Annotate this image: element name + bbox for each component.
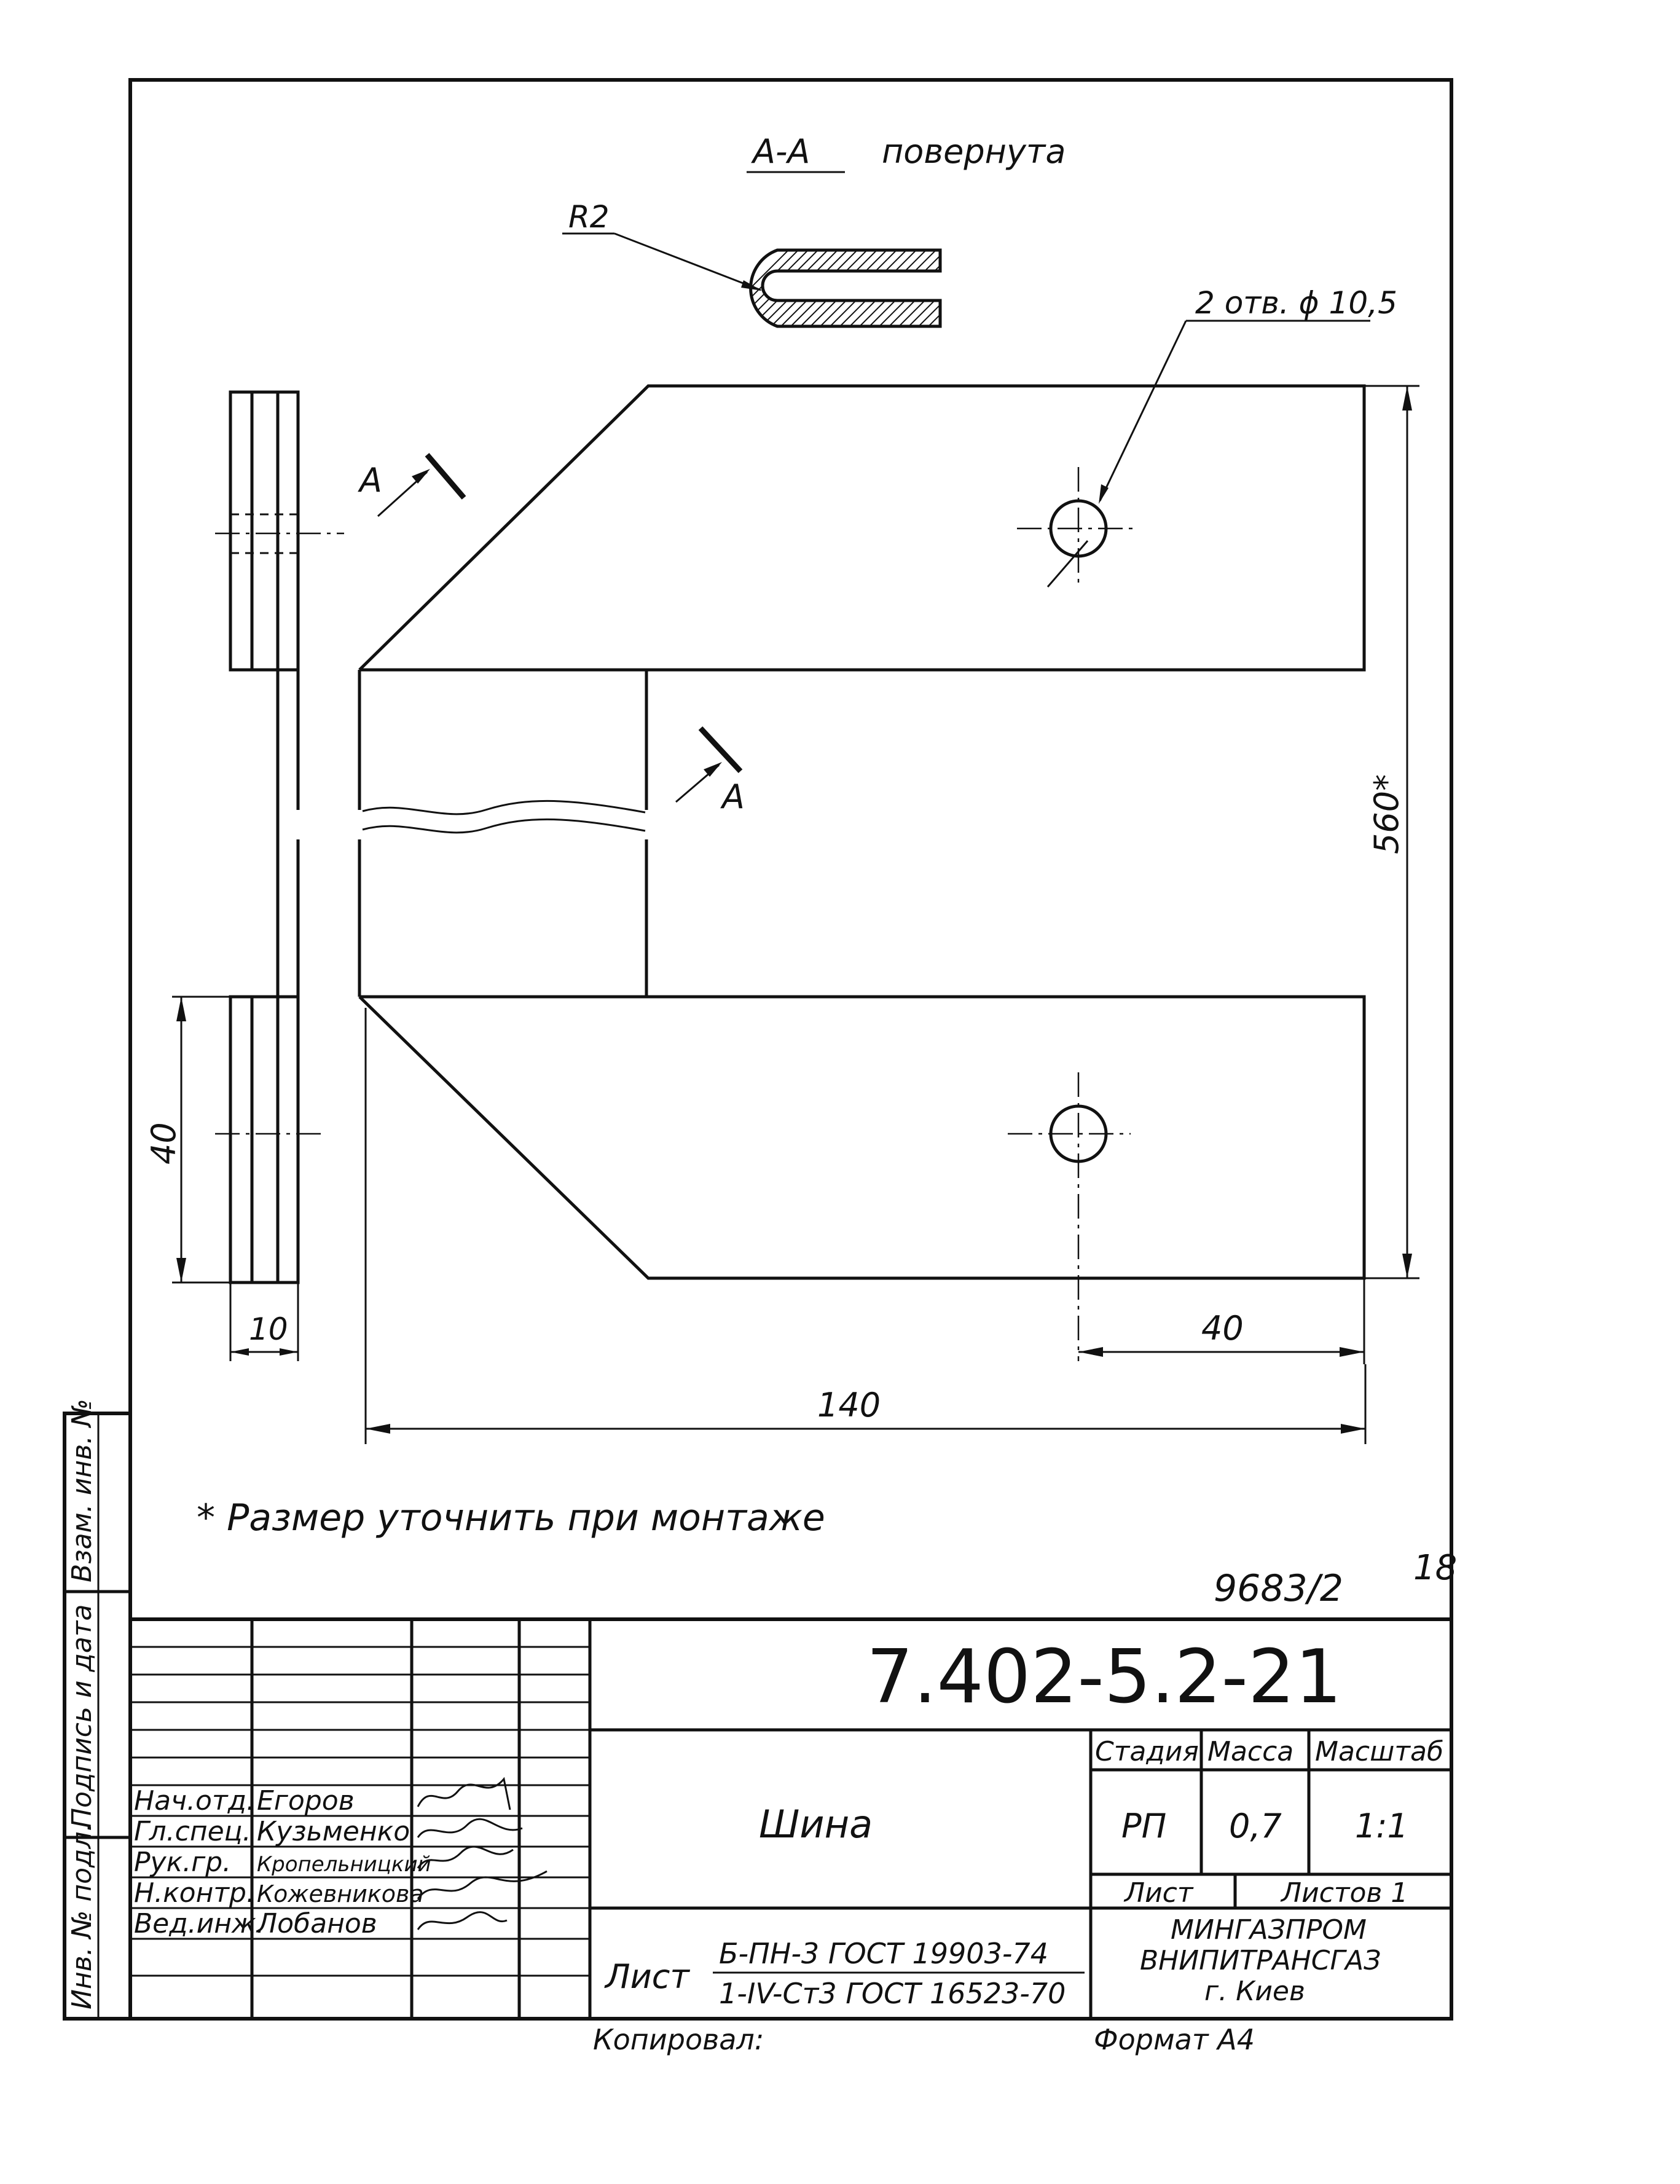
signature-5 bbox=[417, 1911, 508, 1930]
mass-value: 0,7 bbox=[1229, 1807, 1282, 1845]
dim-height-arrow-bottom bbox=[1402, 1254, 1412, 1278]
dim-edge-arrow-right bbox=[1340, 1347, 1364, 1357]
material-label: Лист bbox=[604, 1957, 690, 1996]
dim-width-label: 140 bbox=[817, 1386, 881, 1424]
dim-edge-label: 40 bbox=[1201, 1309, 1244, 1348]
sheets-label: Листов 1 bbox=[1280, 1877, 1408, 1909]
title-block: Нач.отд. Егоров Гл.спец. Кузьменко Рук.г… bbox=[130, 1617, 1451, 2019]
side-bottom-block bbox=[229, 995, 300, 1284]
section-view: А-А повернута (function(){ var g = docum… bbox=[562, 132, 1066, 328]
sheet-corner-number: 18 bbox=[1413, 1548, 1457, 1588]
holes-leader bbox=[1099, 320, 1187, 501]
radius-label: R2 bbox=[568, 199, 610, 235]
cut-label-top: А bbox=[358, 461, 382, 500]
signatory-role-3: Рук.гр. bbox=[134, 1847, 231, 1878]
side-view bbox=[215, 390, 344, 1284]
signatory-name-1: Егоров bbox=[257, 1785, 355, 1817]
signature-4 bbox=[417, 1870, 548, 1899]
side-stamp-col3: Взам. инв. № bbox=[66, 1399, 98, 1582]
material-line-1: Б-ПН-3 ГОСТ 19903-74 bbox=[719, 1937, 1048, 1970]
main-view: 2 отв. ϕ 10,5 А А bbox=[358, 285, 1397, 1361]
designation: 7.402-5.2-21 bbox=[866, 1635, 1342, 1720]
cut-arrow-mid-head bbox=[704, 762, 722, 777]
drawing-frame bbox=[128, 78, 1453, 2021]
u-section-outline bbox=[749, 248, 942, 328]
dim-side-label: 40 bbox=[144, 1122, 183, 1165]
signature-2 bbox=[417, 1818, 523, 1838]
cut-arrow-top-head bbox=[412, 469, 430, 484]
stage-header: Стадия bbox=[1095, 1736, 1199, 1767]
signatures bbox=[417, 1777, 548, 1930]
side-top-block bbox=[229, 390, 300, 672]
signatory-name-5: Лобанов bbox=[256, 1908, 377, 1939]
footnote: * Размер уточнить при монтаже bbox=[197, 1496, 825, 1539]
dim-edge-arrow-left bbox=[1078, 1347, 1103, 1357]
part-name: Шина bbox=[759, 1802, 873, 1847]
holes-leader-arrow bbox=[1099, 484, 1109, 504]
scale-value: 1:1 bbox=[1355, 1807, 1408, 1845]
org-line-1: МИНГАЗПРОМ bbox=[1171, 1914, 1367, 1946]
dim-side-arrow-top bbox=[176, 997, 186, 1021]
dim-side-arrow-bottom bbox=[176, 1258, 186, 1283]
dim-height-arrow-top bbox=[1402, 386, 1412, 410]
dim-thick-arrow-right bbox=[280, 1348, 298, 1356]
signature-1 bbox=[417, 1777, 511, 1810]
signatory-name-4: Кожевникова bbox=[257, 1880, 424, 1907]
radius-leader bbox=[614, 232, 761, 291]
dim-width-arrow-left bbox=[366, 1424, 390, 1434]
signatory-name-2: Кузьменко bbox=[257, 1816, 410, 1847]
section-label: А-А bbox=[751, 132, 810, 171]
copied-by: Копировал: bbox=[593, 2023, 764, 2056]
sheet-label: Лист bbox=[1123, 1877, 1194, 1909]
dim-thick-arrow-left bbox=[230, 1348, 249, 1356]
archive-number: 9683/2 bbox=[1214, 1567, 1343, 1610]
scale-header: Масштаб bbox=[1315, 1736, 1443, 1767]
material-line-2: 1-IV-Ст3 ГОСТ 16523-70 bbox=[719, 1977, 1066, 2010]
signatory-role-2: Гл.спец. bbox=[134, 1816, 251, 1847]
signature-3 bbox=[417, 1845, 514, 1869]
side-stamp: Взам. инв. № Подпись и дата Инв. № подл. bbox=[63, 1399, 132, 2021]
cut-label-mid: А bbox=[720, 777, 745, 816]
org-line-3: г. Киев bbox=[1204, 1976, 1305, 2007]
dim-width-arrow-right bbox=[1341, 1424, 1365, 1434]
dim-height-label: 560* bbox=[1367, 774, 1406, 854]
mass-header: Масса bbox=[1207, 1736, 1293, 1767]
tb-rows bbox=[130, 1646, 590, 1977]
hole-dimension-tick bbox=[1046, 540, 1089, 587]
signatory-role-4: Н.контр. bbox=[134, 1877, 255, 1909]
stage-value: РП bbox=[1121, 1807, 1166, 1845]
radius-leader-arrow bbox=[741, 280, 762, 291]
cut-mark-top bbox=[425, 453, 466, 500]
dimensions: 560* 40 140 40 10 bbox=[144, 385, 1419, 1444]
break-line-top bbox=[362, 799, 646, 815]
section-note: повернута bbox=[882, 132, 1066, 171]
signatory-role-5: Вед.инж. bbox=[134, 1908, 265, 1939]
signatory-name-3: Кропельницкий bbox=[257, 1852, 431, 1877]
holes-label: 2 отв. ϕ 10,5 bbox=[1195, 285, 1397, 321]
break-line-bottom bbox=[362, 818, 646, 834]
format-label: Формат А4 bbox=[1094, 2023, 1255, 2056]
side-stamp-col2: Подпись и дата bbox=[66, 1605, 98, 1828]
side-stamp-col1: Инв. № подл. bbox=[66, 1823, 98, 2009]
upper-flange-outline bbox=[358, 384, 1366, 672]
signatory-role-1: Нач.отд. bbox=[134, 1785, 255, 1817]
dim-thick-label: 10 bbox=[249, 1311, 288, 1347]
lower-flange-outline bbox=[358, 995, 1366, 1280]
cut-mark-mid bbox=[698, 726, 743, 774]
org-line-2: ВНИПИТРАНСГАЗ bbox=[1140, 1945, 1381, 1976]
